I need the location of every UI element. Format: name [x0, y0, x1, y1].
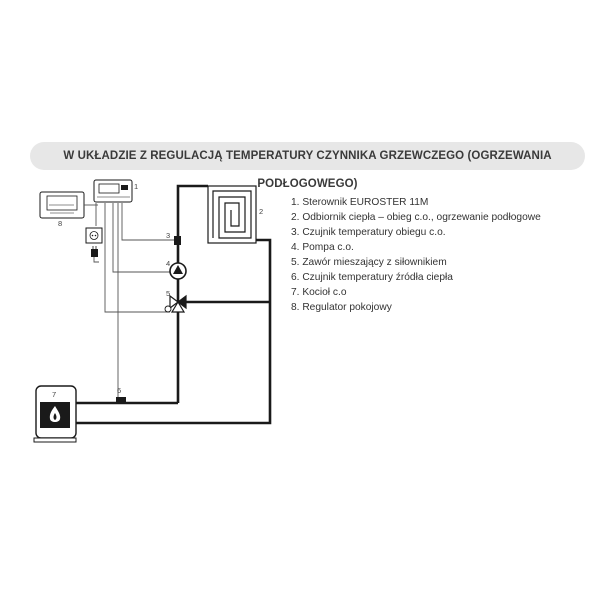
heating-pipes — [75, 184, 272, 425]
label-1: 1 — [134, 182, 138, 191]
diagram-title: W UKŁADZIE Z REGULACJĄ TEMPERATURY CZYNN… — [63, 150, 552, 190]
power-plug — [91, 220, 99, 263]
mixing-valve — [164, 294, 187, 313]
title-banner: W UKŁADZIE Z REGULACJĄ TEMPERATURY CZYNN… — [30, 142, 585, 190]
circulation-pump — [169, 262, 187, 280]
power-socket — [85, 227, 103, 244]
legend-item-1: 1. Sterownik EUROSTER 11M — [291, 197, 429, 208]
signal-wires — [95, 203, 178, 400]
legend-item-5: 5. Zawór mieszający z siłownikiem — [291, 257, 447, 268]
room-regulator — [39, 191, 85, 219]
label-3: 3 — [166, 231, 170, 240]
floor-heating-coil — [207, 185, 257, 244]
source-temperature-sensor — [116, 397, 126, 404]
legend-item-7: 7. Kocioł c.o — [291, 287, 347, 298]
legend-item-4: 4. Pompa c.o. — [291, 242, 354, 253]
label-2: 2 — [259, 207, 263, 216]
label-6: 6 — [117, 386, 121, 395]
legend-list: 1. Sterownik EUROSTER 11M 2. Odbiornik c… — [291, 195, 541, 315]
circuit-temperature-sensor — [174, 236, 181, 245]
legend-item-3: 3. Czujnik temperatury obiegu c.o. — [291, 227, 446, 238]
legend-item-6: 6. Czujnik temperatury źródła ciepła — [291, 272, 453, 283]
legend-item-8: 8. Regulator pokojowy — [291, 302, 392, 313]
controller-unit — [93, 179, 133, 203]
label-7: 7 — [52, 390, 56, 399]
label-4: 4 — [166, 259, 170, 268]
boiler — [33, 385, 77, 443]
legend-item-2: 2. Odbiornik ciepła – obieg c.o., ogrzew… — [291, 212, 541, 223]
label-5: 5 — [166, 289, 170, 298]
label-8: 8 — [58, 219, 62, 228]
